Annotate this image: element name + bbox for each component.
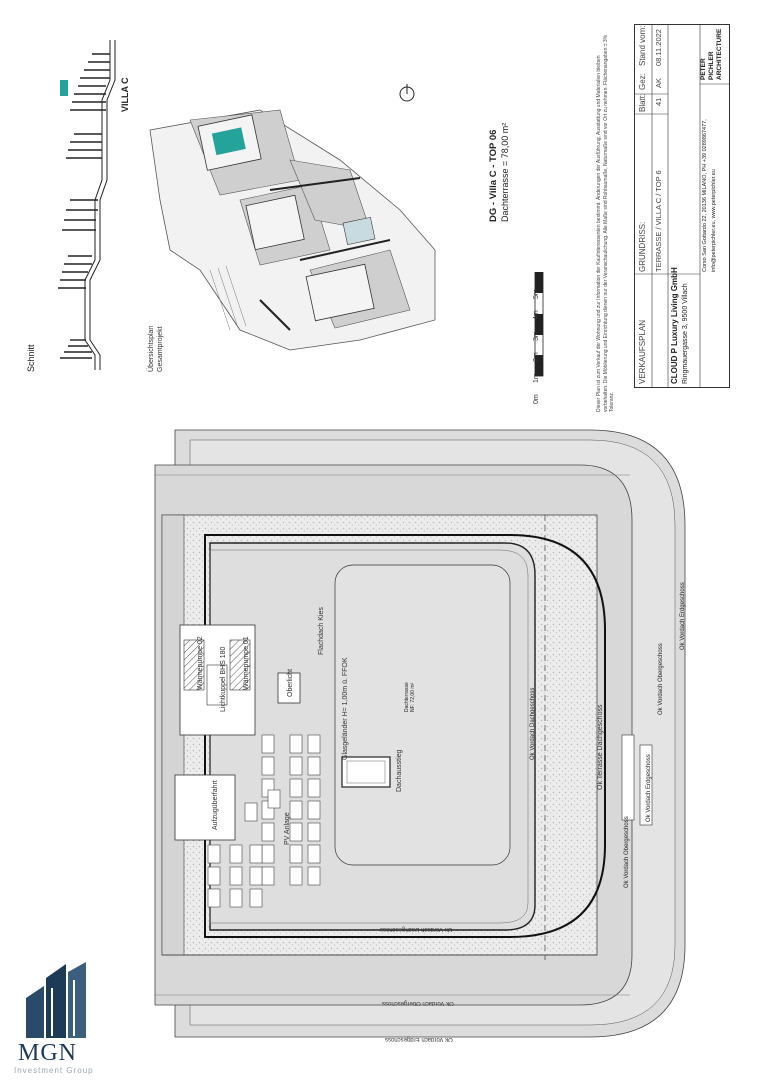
gez-value: AK <box>654 77 663 88</box>
overview-label-2: Gesamtprojekt <box>157 326 164 372</box>
label-ok-vordach-eg-3: Ok Vordach Erdgeschoss <box>385 1036 453 1042</box>
architect-logo-line1: PETER <box>700 58 707 80</box>
logo-tagline: Investment Group <box>14 1066 94 1075</box>
label-ok-vordach-eg-2: Ok Vordach Erdgeschoss <box>646 754 652 822</box>
waermepumpe-02 <box>183 639 205 691</box>
architect-address: Corso San Gottardo 22, 20136 MILANO, PH … <box>702 119 708 272</box>
label-ok-vordach-eg-1: Ok Vordach Erdgeschoss <box>680 582 686 650</box>
section-drawing <box>58 40 116 370</box>
label-ok-vordach-dg-1: Ok Vordach Dachgeschoss <box>530 687 536 760</box>
scale-tick-4: 4m <box>533 310 540 320</box>
scale-tick-1: 1m <box>533 373 540 383</box>
plan-title: DG - Villa C - TOP 06 <box>488 129 499 222</box>
scale-tick-2: 2m <box>533 352 540 362</box>
oberlicht <box>277 672 301 704</box>
villa-c-label: VILLA C <box>120 77 130 112</box>
label-ok-vordach-og-1: Ok Vordach Obergeschoss <box>658 643 664 715</box>
scale-tick-5: 5m <box>533 289 540 299</box>
scale-tick-3: 3m <box>533 331 540 341</box>
waermepumpe-01 <box>229 639 251 691</box>
logo-name: MGN <box>18 1040 78 1066</box>
lichtkuppel <box>206 664 228 706</box>
gez-label: Gez: <box>638 73 647 90</box>
scale-bar <box>534 272 544 377</box>
label-glasgelaender: Glasgeländer H= 1,00m ü. FFOK <box>342 657 349 760</box>
label-ok-vordach-dg-2: Ok Vordach Dachgeschoss <box>380 926 453 932</box>
label-waermepumpe-02: Wärmepumpe 02 <box>197 636 204 690</box>
plan-type: VERKAUFSPLAN <box>638 319 647 384</box>
grundriss-label: GRUNDRISS: <box>638 221 647 272</box>
client-name: CLOUD P Luxury Living GmbH <box>670 267 679 384</box>
label-dachausstieg: Dachausstieg <box>396 749 403 792</box>
terrace-outline <box>204 534 606 938</box>
label-waermepumpe-01: Wärmepumpe 01 <box>243 636 250 690</box>
label-flachdach: Flachdach Kies <box>318 607 325 655</box>
label-ok-terrasse: Ok Terrasse Dachgeschoss <box>597 704 604 790</box>
label-oberlicht: Oberlicht <box>287 668 294 697</box>
client-address: Ringmauergasse 3, 9500 Villach <box>682 283 689 384</box>
label-ok-vordach-og-3: Ok Vordach Obergeschoss <box>382 1000 454 1006</box>
roof-terrace-plan <box>154 429 686 1038</box>
villa-c-marker <box>60 80 68 96</box>
north-arrow-icon <box>399 84 415 102</box>
plan-subtitle: Dachterrasse = 78,00 m² <box>500 122 510 222</box>
blatt-value: 41 <box>654 97 663 106</box>
section-label: Schnitt <box>26 344 36 372</box>
scale-tick-0: 0m <box>533 394 540 404</box>
overview-label-1: Übersichtsplan <box>148 325 155 372</box>
label-dachterrasse-area: NF: 72,00 m² <box>410 682 416 712</box>
title-block-frame <box>634 24 730 388</box>
stand-label: Stand vom: <box>638 25 647 66</box>
villa-c-pool <box>211 127 246 156</box>
disclaimer-text: Dieser Plan ist zum Verkauf der Wohnung … <box>596 34 615 412</box>
stand-value: 08.11.2022 <box>654 29 663 66</box>
dachausstieg-hatch <box>341 756 391 788</box>
label-ok-vordach-og-2: Ok Vordach Obergeschoss <box>624 816 630 888</box>
site-overview-plan <box>149 109 436 351</box>
label-aufzug: Aufzugüberfahrt <box>212 780 219 830</box>
architect-logo-line2: PICHLER <box>708 51 715 80</box>
architect-logo-line3: ARCHITECTURE <box>716 28 723 80</box>
label-pv: PV Anlage <box>284 812 291 845</box>
mgn-logo-icon <box>26 962 86 1038</box>
architect-contact: info@peterpichler.eu, www.peterpichler.e… <box>711 169 717 272</box>
blatt-label: Blatt: <box>638 93 647 112</box>
pv-array <box>207 734 321 908</box>
aufzug-overrun <box>174 774 236 841</box>
grundriss-value: TERRASSE / VILLA C / TOP 6 <box>654 170 663 272</box>
label-lichtkuppel: Lichtkuppel BHS 180 <box>220 646 227 712</box>
